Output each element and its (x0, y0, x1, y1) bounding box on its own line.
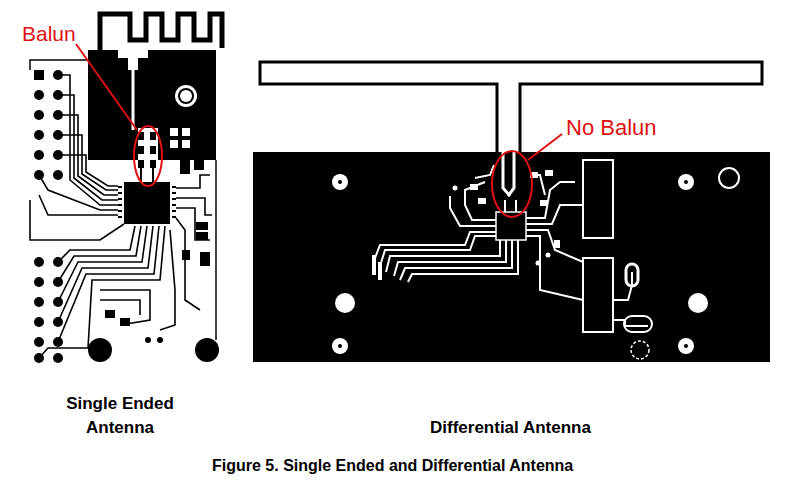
board-title: Single Ended Antenna (50, 392, 190, 440)
differential-board (253, 62, 770, 362)
single-ended-board (30, 14, 222, 363)
board-title: Differential Antenna (430, 416, 591, 440)
callout-label: No Balun (566, 112, 657, 143)
figure-caption: Figure 5. Single Ended and Differential … (212, 455, 573, 477)
callout-label: Balun (22, 19, 76, 48)
